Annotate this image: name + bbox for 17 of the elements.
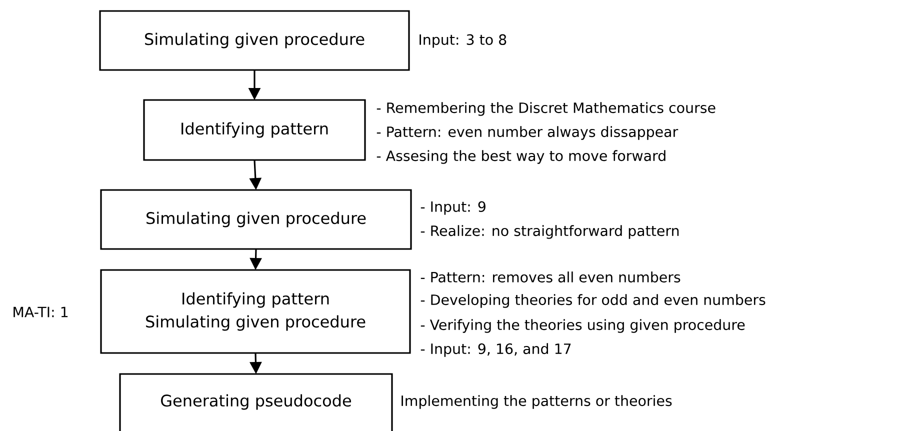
process-box: Generating pseudocode [119,373,393,431]
annotation-text: - Realize: no straightforward pattern [420,225,679,239]
annotation-text: - Pattern: even number always dissappear [376,126,678,140]
annotation-text: - Verifying the theories using given procedure [420,319,745,333]
annotation-text: Implementing the patterns or theories [402,395,672,409]
process-box: Simulating given procedure [99,10,410,71]
annotation-text: - Remembering the Discret Mathematics course [376,102,716,116]
process-box: Simulating given procedure [100,189,412,250]
annotation-text: - Input: 9, 16, and 17 [420,343,571,357]
annotation-text: Input: 3 to 8 [420,34,506,48]
process-box: Identifying pattern [143,99,366,161]
annotation-text: - Developing theories for odd and even numbers [420,294,766,308]
side-label: MA-TI: 1 [14,306,68,318]
annotation-text: - Assesing the best way to move forward [376,150,666,164]
annotation-text: - Input: 9 [420,201,486,215]
process-box: Identifying pattern Simulating given procedure [100,269,411,354]
annotation-text: - Pattern: removes all even numbers [420,272,680,282]
